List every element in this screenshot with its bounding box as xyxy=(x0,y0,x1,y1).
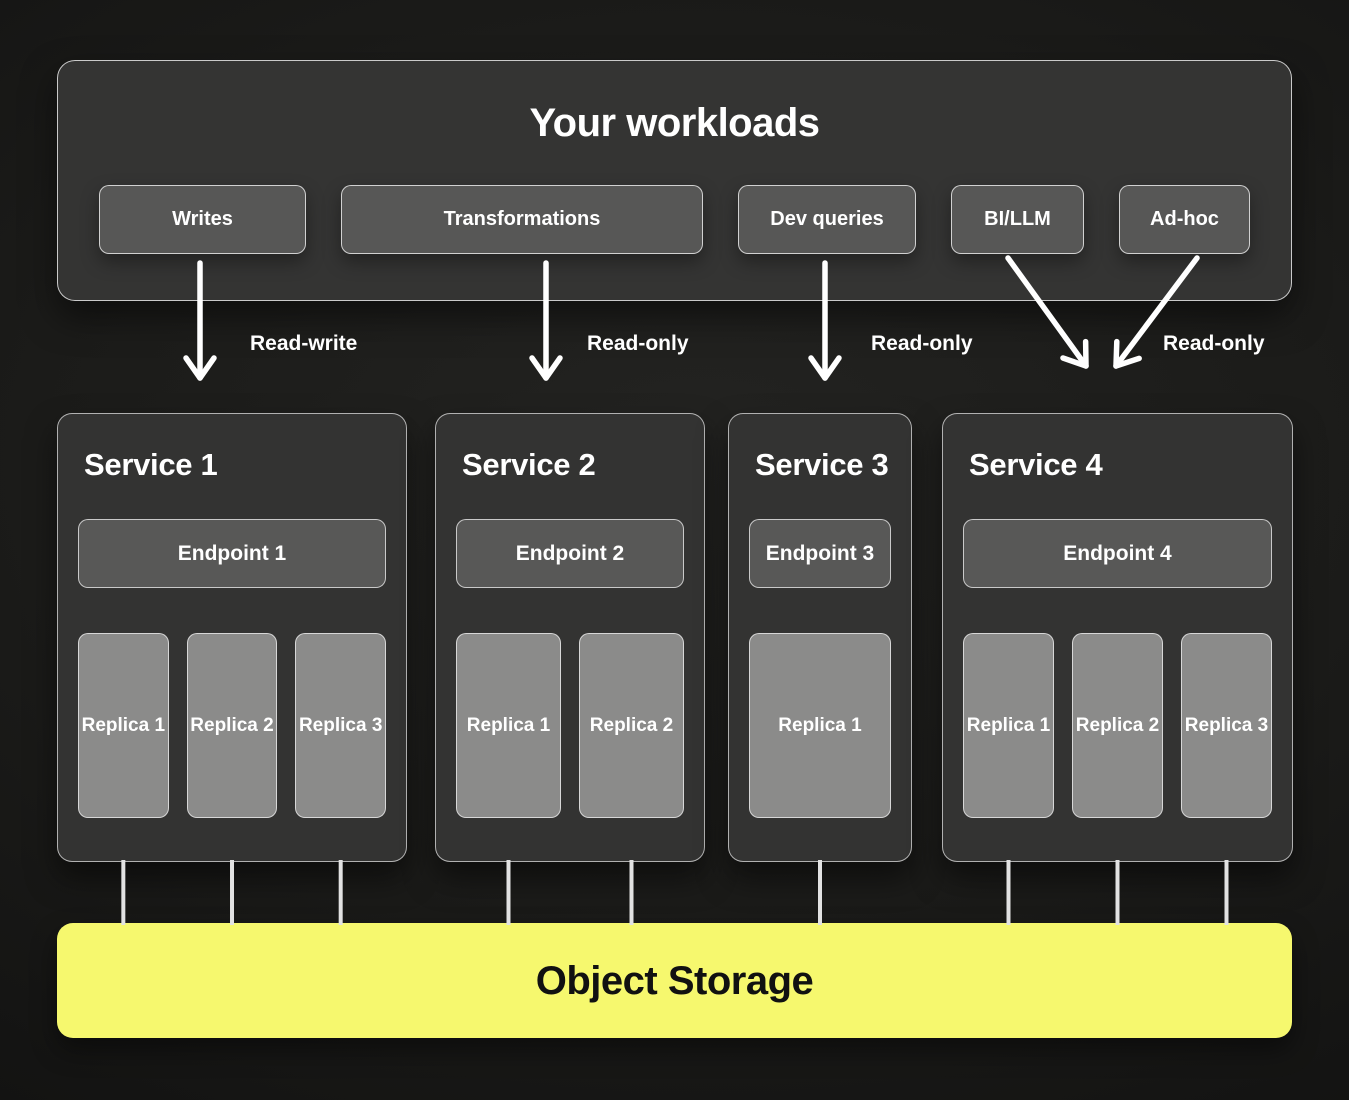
replica-node: Replica 2 xyxy=(186,633,278,818)
workload-node-bi-llm: BI/LLM xyxy=(951,185,1084,254)
service-box-3: Service 3 Endpoint 3 Replica 1 xyxy=(728,413,912,862)
service-title: Service 3 xyxy=(755,447,889,482)
edge-label-read-only-3: Read-only xyxy=(871,332,973,355)
replica-storage-connectors xyxy=(121,860,1229,925)
endpoint-node-3: Endpoint 3 xyxy=(749,519,891,588)
service-title: Service 1 xyxy=(84,447,218,482)
replica-node: Replica 2 xyxy=(1072,633,1163,818)
replica-node: Replica 3 xyxy=(1181,633,1272,818)
replicas-row: Replica 1 xyxy=(749,633,891,818)
workloads-container: Your workloads Writes Transformations Dev … xyxy=(57,60,1292,301)
workloads-title: Your workloads xyxy=(529,101,820,145)
workload-node-dev-queries: Dev queries xyxy=(738,185,916,254)
replica-node: Replica 1 xyxy=(749,633,891,818)
service-title: Service 2 xyxy=(462,447,596,482)
replica-node: Replica 3 xyxy=(295,633,387,818)
object-storage-title: Object Storage xyxy=(535,958,814,1003)
workload-buttons-row: Writes Transformations Dev queries BI/LLM Ad… xyxy=(99,185,1250,254)
workload-node-writes: Writes xyxy=(99,185,306,254)
object-storage: Object Storage xyxy=(57,923,1292,1038)
endpoint-node-2: Endpoint 2 xyxy=(456,519,684,588)
replica-node: Replica 1 xyxy=(963,633,1054,818)
workload-node-transformations: Transformations xyxy=(341,185,703,254)
replica-node: Replica 1 xyxy=(456,633,561,818)
replica-node: Replica 2 xyxy=(579,633,684,818)
service-title: Service 4 xyxy=(969,447,1103,482)
edge-label-read-write-1: Read-write xyxy=(250,332,358,355)
edge-label-read-only-2: Read-only xyxy=(587,332,689,355)
endpoint-node-4: Endpoint 4 xyxy=(963,519,1272,588)
endpoint-node-1: Endpoint 1 xyxy=(78,519,386,588)
workload-node-ad-hoc: Ad-hoc xyxy=(1119,185,1250,254)
replica-node: Replica 1 xyxy=(78,633,169,818)
edge-label-read-only-4: Read-only xyxy=(1163,332,1265,355)
